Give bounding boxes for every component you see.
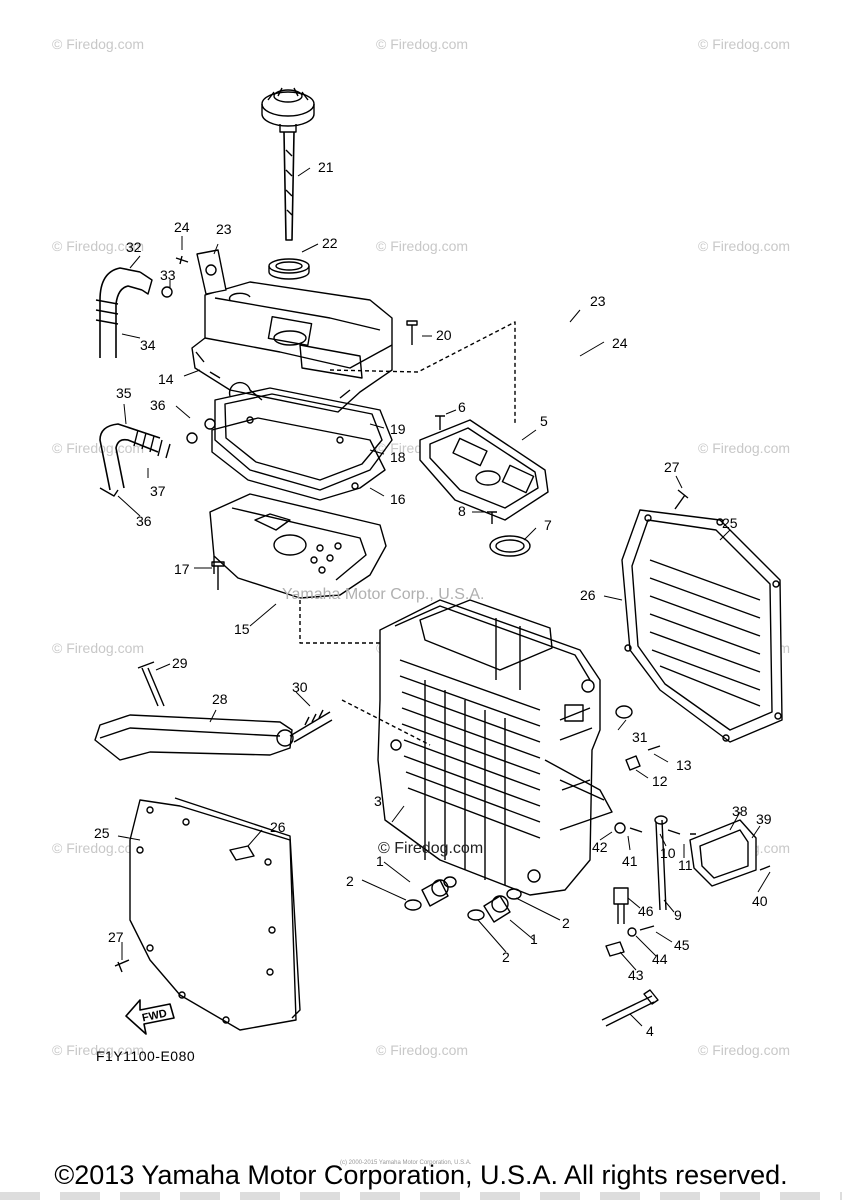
watermark: © Firedog.com <box>698 1042 791 1058</box>
watermark: © Firedog.com <box>52 440 145 456</box>
callout-46: 46 <box>638 903 654 919</box>
callout-36: 36 <box>150 397 166 413</box>
callout-23: 23 <box>216 221 232 237</box>
callout-30: 30 <box>292 679 308 695</box>
callout-34: 34 <box>140 337 156 353</box>
watermark: © Firedog.com <box>698 36 791 52</box>
callout-41: 41 <box>622 853 638 869</box>
callout-29: 29 <box>172 655 188 671</box>
side-cover-right <box>621 509 783 743</box>
callout-2: 2 <box>346 873 354 889</box>
tiny-copyright: (c) 2000-2015 Yamaha Motor Corporation, … <box>340 1160 472 1166</box>
callout-25: 25 <box>94 825 110 841</box>
callout-2: 2 <box>562 915 570 931</box>
callout-24: 24 <box>174 219 190 235</box>
oil-filler-cap <box>261 87 315 241</box>
intake-box <box>377 599 613 896</box>
callout-37: 37 <box>150 483 166 499</box>
callout-14: 14 <box>158 371 174 387</box>
callout-2: 2 <box>502 949 510 965</box>
callout-32: 32 <box>126 239 142 255</box>
callout-11: 11 <box>678 857 693 873</box>
callout-10: 10 <box>660 845 676 861</box>
watermark: © Firedog.com <box>52 840 145 856</box>
oil-tank-lower <box>209 493 387 599</box>
callout-20: 20 <box>436 327 452 343</box>
callout-13: 13 <box>676 757 692 773</box>
callout-4: 4 <box>646 1023 654 1039</box>
watermark: © Firedog.com <box>376 36 469 52</box>
callout-18: 18 <box>390 449 406 465</box>
side-cover-left <box>129 797 301 1031</box>
callout-19: 19 <box>390 421 406 437</box>
callout-38: 38 <box>732 803 748 819</box>
callout-33: 33 <box>160 267 176 283</box>
callout-22: 22 <box>322 235 338 251</box>
watermark: © Firedog.com <box>52 238 145 254</box>
callout-16: 16 <box>390 491 406 507</box>
callout-31: 31 <box>632 729 648 745</box>
bottom-divider <box>0 1192 842 1200</box>
diagram-code: F1Y1100-E080 <box>96 1048 196 1064</box>
watermark: © Firedog.com <box>52 640 145 656</box>
oil-tank-cover <box>191 281 393 413</box>
watermark: © Firedog.com <box>698 238 791 254</box>
callout-17: 17 <box>174 561 190 577</box>
cover-plate <box>419 419 549 521</box>
callout-35: 35 <box>116 385 132 401</box>
callout-24: 24 <box>612 335 628 351</box>
callout-26: 26 <box>270 819 286 835</box>
watermark: © Firedog.com <box>52 36 145 52</box>
callout-23: 23 <box>590 293 606 309</box>
yamaha-watermark: Yamaha Motor Corp., U.S.A. <box>282 586 485 603</box>
callout-12: 12 <box>652 773 668 789</box>
callout-27: 27 <box>108 929 124 945</box>
callout-26: 26 <box>580 587 596 603</box>
callout-44: 44 <box>652 951 668 967</box>
callout-42: 42 <box>592 839 608 855</box>
callout-3: 3 <box>374 793 382 809</box>
callout-43: 43 <box>628 967 644 983</box>
callout-6: 6 <box>458 399 466 415</box>
callout-45: 45 <box>674 937 690 953</box>
callout-7: 7 <box>544 517 552 533</box>
leader-lines <box>117 167 771 1027</box>
callout-9: 9 <box>674 907 682 923</box>
callout-1: 1 <box>530 931 538 947</box>
callout-1: 1 <box>376 853 384 869</box>
callout-40: 40 <box>752 893 768 909</box>
watermark: © Firedog.com <box>376 238 469 254</box>
callout-36: 36 <box>136 513 152 529</box>
watermark: © Firedog.com <box>52 1042 145 1058</box>
callout-27: 27 <box>664 459 680 475</box>
copyright-notice: ©2013 Yamaha Motor Corporation, U.S.A. A… <box>54 1160 788 1190</box>
watermark: © Firedog.com <box>376 1042 469 1058</box>
callout-39: 39 <box>756 811 772 827</box>
callout-28: 28 <box>212 691 228 707</box>
firedog-watermark: © Firedog.com <box>378 840 484 857</box>
callout-8: 8 <box>458 503 466 519</box>
watermark: © Firedog.com <box>698 440 791 456</box>
callout-21: 21 <box>318 159 334 175</box>
callout-5: 5 <box>540 413 548 429</box>
callout-15: 15 <box>234 621 250 637</box>
callout-25: 25 <box>722 515 738 531</box>
